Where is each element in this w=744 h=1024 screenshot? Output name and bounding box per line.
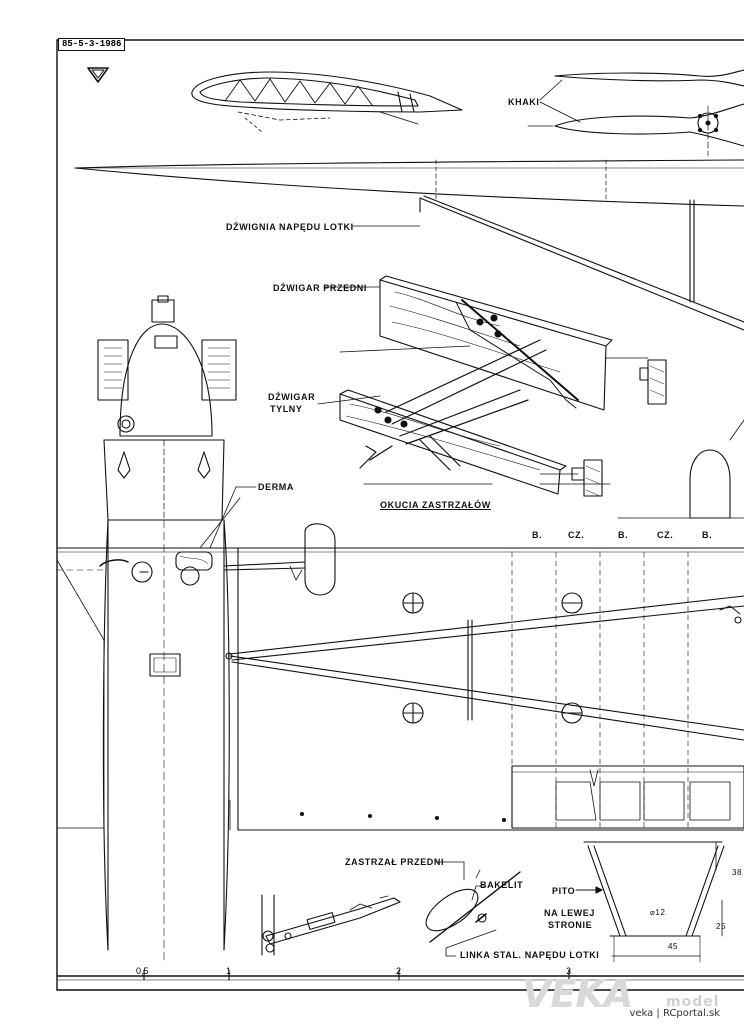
aileron-lever-linkage <box>261 894 401 956</box>
propeller-views <box>527 69 744 157</box>
aileron-fairing-section <box>617 419 744 624</box>
scale-bar <box>56 969 744 981</box>
color-code-2: CZ. <box>568 530 585 540</box>
watermark-logo: VEKA <box>522 972 633 1016</box>
wing-top-view <box>74 159 744 331</box>
label-dzwigar-przedni: DŹWIGAR PRZEDNI <box>273 283 367 293</box>
strut-section-detail <box>425 861 521 957</box>
scale-tick-1: 1 <box>226 966 232 976</box>
scale-tick-2: 2 <box>396 966 402 976</box>
watermark-sub: model <box>666 994 720 1010</box>
label-dzwigar-tylny-line2: TYLNY <box>270 404 303 414</box>
label-dzwignia-napedu-lotki: DŹWIGNIA NAPĘDU LOTKI <box>226 222 354 232</box>
strut-fittings-detail <box>317 275 667 497</box>
label-pito: PITO <box>552 886 576 896</box>
dimension-38: 38 <box>732 868 743 877</box>
scale-tick-0-5: 0,5 <box>136 966 149 976</box>
dimension-25: 25 <box>716 922 727 931</box>
dimension-12: ⌀12 <box>650 908 666 917</box>
document-id: 85-5-3-1986 <box>58 38 126 51</box>
wing-rib-airfoil <box>191 71 463 133</box>
label-stronie: STRONIE <box>548 920 593 930</box>
pitot-strut-detail <box>575 841 725 963</box>
color-code-3: B. <box>618 530 629 540</box>
credit-text: veka | RCportal.sk <box>629 1008 720 1019</box>
label-linka-stal: LINKA STAL. NAPĘDU LOTKI <box>460 950 600 960</box>
label-khaki: KHAKI <box>508 97 540 107</box>
logo-mark <box>87 67 109 83</box>
color-code-4: CZ. <box>657 530 674 540</box>
dimension-45: 45 <box>668 942 679 951</box>
dimension-12-value: 12 <box>655 908 666 917</box>
leader-lines <box>209 486 441 863</box>
label-na-lewej: NA LEWEJ <box>544 908 595 918</box>
fuselage-front-view <box>97 295 241 961</box>
sheet-border <box>56 39 744 991</box>
scale-tick-3: 3 <box>566 966 572 976</box>
color-code-5: B. <box>702 530 713 540</box>
label-zastrzal-przedni: ZASTRZAŁ PRZEDNI <box>345 857 445 867</box>
label-dzwigar-tylny-line1: DŹWIGAR <box>268 392 316 402</box>
label-derma: DERMA <box>258 482 294 492</box>
color-code-1: B. <box>532 530 543 540</box>
label-okucia-zastrzalow: OKUCIA ZASTRZAŁÓW <box>380 500 491 510</box>
wing-panel-lower <box>56 523 744 831</box>
label-bakelit: BAKELIT <box>480 880 524 890</box>
